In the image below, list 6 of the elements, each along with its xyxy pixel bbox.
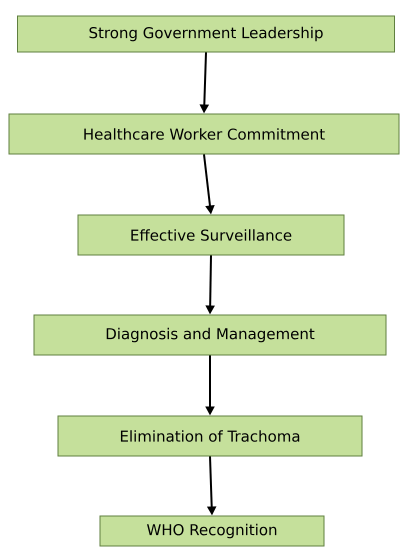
process-box: Effective Surveillance (78, 214, 344, 256)
process-box: Elimination of Trachoma (58, 416, 362, 456)
process-box: Strong Government Leadership (17, 16, 395, 52)
process-box: Healthcare Worker Commitment (8, 114, 400, 154)
process-box: Diagnosis and Management (34, 314, 386, 356)
process-box: WHO Recognition (100, 516, 324, 546)
